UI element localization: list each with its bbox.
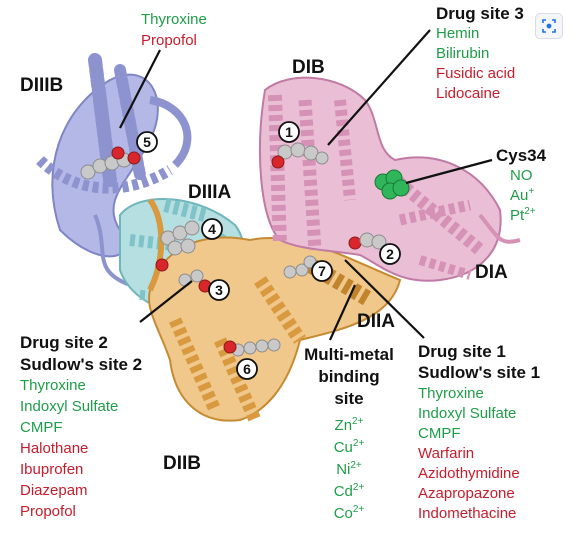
visual-search-icon: [542, 19, 556, 33]
ligand-site-4: [155, 220, 200, 272]
domain-label-diiia: DIIIA: [188, 182, 232, 203]
site-number-1: 1: [285, 124, 293, 140]
cys34-ligand-pt: Pt2+: [510, 206, 536, 224]
leader-drug-site-3: [327, 29, 431, 146]
domain-label-dib: DIB: [292, 57, 325, 78]
site2-ligand-halothane: Halothane: [20, 440, 89, 457]
leader-multi-metal: [328, 284, 357, 341]
ligand-hemin: Hemin: [436, 25, 480, 42]
site-marker-6: 6: [236, 358, 258, 380]
drug-site-3-title: Drug site 3: [436, 4, 524, 23]
sudlow-site-2-title: Sudlow's site 2: [20, 355, 143, 374]
site-number-3: 3: [215, 282, 223, 298]
site2-ligand-indoxyl-sulfate: Indoxyl Sulfate: [20, 398, 119, 415]
site-marker-3: 3: [208, 279, 230, 301]
site2-ligand-thyroxine: Thyroxine: [20, 377, 86, 394]
site-marker-1: 1: [278, 121, 300, 143]
ligand-fusidic-acid: Fusidic acid: [436, 65, 516, 82]
site-number-7: 7: [318, 263, 326, 279]
leader-drug-site-2: [139, 280, 193, 323]
cys34-spheres: [374, 169, 410, 200]
ligand-bilirubin: Bilirubin: [436, 45, 490, 62]
site1-ligand-thyroxine: Thyroxine: [418, 385, 484, 402]
ligand-thyroxine-top: Thyroxine: [141, 11, 207, 28]
site-marker-7: 7: [311, 260, 333, 282]
multi-metal-title-1: Multi-metal: [304, 345, 394, 364]
site2-ligand-diazepam: Diazepam: [20, 482, 88, 499]
domain-label-dia: DIA: [475, 262, 508, 283]
drug-site-2-title: Drug site 2: [20, 333, 108, 352]
sudlow-site-1-title: Sudlow's site 1: [418, 363, 541, 382]
metal-cd: Cd2+: [333, 482, 365, 500]
ligand-spheres: [80, 142, 410, 357]
ligand-lidocaine: Lidocaine: [436, 85, 501, 102]
multi-metal-title-3: site: [334, 389, 364, 408]
drug-site-1-title: Drug site 1: [418, 342, 506, 361]
site2-ligand-propofol: Propofol: [20, 503, 76, 520]
metal-cu: Cu2+: [333, 438, 365, 456]
site-number-6: 6: [243, 361, 251, 377]
ligand-site-1: [271, 142, 329, 169]
leader-cys34: [405, 158, 493, 185]
ligand-site-5: [80, 146, 141, 180]
domain-label-diiib: DIIIB: [20, 75, 64, 96]
site-number-2: 2: [386, 246, 394, 262]
site1-ligand-cmpf: CMPF: [418, 425, 461, 442]
ligand-site-2: [348, 232, 387, 250]
ligand-propofol-top: Propofol: [141, 32, 197, 49]
cys34-title: Cys34: [496, 146, 547, 165]
site1-ligand-azidothymidine: Azidothymidine: [418, 465, 520, 482]
cys34-ligand-au: Au+: [510, 186, 535, 204]
site1-ligand-indomethacine: Indomethacine: [418, 505, 517, 522]
multi-metal-title-2: binding: [318, 367, 380, 386]
domain-label-diib: DIIB: [163, 453, 201, 474]
site-marker-5: 5: [136, 131, 158, 153]
domain-label-diia: DIIA: [357, 311, 395, 332]
site-markers: 1 2 3 4 5 6 7: [136, 121, 401, 380]
site-number-5: 5: [143, 134, 151, 150]
ligand-site-6: [223, 338, 281, 357]
site-marker-2: 2: [379, 243, 401, 265]
site1-ligand-warfarin: Warfarin: [418, 445, 475, 462]
site-marker-4: 4: [201, 218, 223, 240]
site-number-4: 4: [208, 221, 216, 237]
site1-ligand-azapropazone: Azapropazone: [418, 485, 515, 502]
cys34-ligand-no: NO: [510, 167, 533, 184]
metal-co: Co2+: [333, 504, 365, 522]
leader-lines: [119, 29, 493, 341]
ligand-site-3: [178, 269, 212, 293]
leader-propofol-site5: [119, 49, 161, 129]
site2-ligand-ibuprofen: Ibuprofen: [20, 461, 84, 478]
visual-search-button[interactable]: [535, 13, 563, 39]
metal-zn: Zn2+: [334, 416, 364, 434]
metal-ni: Ni2+: [336, 460, 362, 478]
site1-ligand-indoxyl-sulfate: Indoxyl Sulfate: [418, 405, 517, 422]
ligand-site-7: [283, 255, 317, 279]
leader-drug-site-1: [344, 259, 425, 339]
site2-ligand-cmpf: CMPF: [20, 419, 63, 436]
